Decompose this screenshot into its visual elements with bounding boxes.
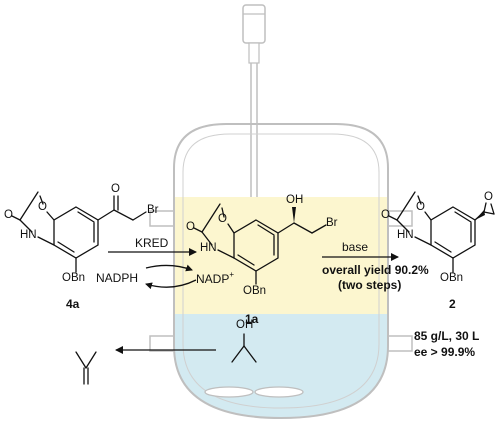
compound-2-id: 2 bbox=[449, 297, 456, 311]
reaction-arrows bbox=[108, 248, 399, 354]
compound-4a-id: 4a bbox=[66, 297, 80, 311]
1a-ring-oxygen: O bbox=[218, 213, 227, 225]
scale-text: 85 g/L, 30 L bbox=[414, 329, 480, 343]
4a-ring-oxygen: O bbox=[38, 201, 47, 213]
nadp-plus-label: NADP+ bbox=[196, 270, 235, 286]
2-carbonyl-oxygen: O bbox=[381, 209, 390, 221]
4a-bromine-label: Br bbox=[147, 204, 159, 216]
isopropanol-structure bbox=[231, 333, 257, 363]
compound-4a-structure bbox=[11, 191, 147, 273]
compound-1a-id: 1a bbox=[245, 312, 259, 326]
stereo-wedge-2 bbox=[475, 210, 485, 220]
acetone-structure bbox=[75, 351, 97, 385]
overall-yield-text: overall yield 90.2% bbox=[322, 263, 429, 277]
1a-hydroxyl-label: OH bbox=[286, 194, 304, 206]
two-steps-text: (two steps) bbox=[338, 278, 402, 292]
2-nh-label: HN bbox=[397, 229, 414, 241]
stereo-wedge-1a bbox=[292, 207, 296, 223]
ee-text: ee > 99.9% bbox=[414, 345, 476, 359]
2-ring-oxygen: O bbox=[416, 201, 425, 213]
2-epoxide-oxygen: O bbox=[484, 191, 493, 203]
base-label: base bbox=[342, 240, 369, 254]
compound-1a-structure bbox=[193, 203, 327, 285]
4a-carbonyl-oxygen: O bbox=[4, 209, 13, 221]
4a-nh-label: HN bbox=[20, 229, 37, 241]
4a-obn-label: OBn bbox=[62, 272, 86, 284]
1a-carbonyl-oxygen: O bbox=[186, 221, 195, 233]
kred-label: KRED bbox=[135, 236, 169, 250]
1a-obn-label: OBn bbox=[243, 285, 267, 297]
isopropanol-oh-label: OH bbox=[236, 319, 254, 331]
1a-bromine-label: Br bbox=[326, 217, 338, 229]
nadph-label: NADPH bbox=[96, 271, 139, 285]
2-obn-label: OBn bbox=[440, 272, 464, 284]
4a-ketone-oxygen: O bbox=[111, 183, 120, 195]
reactor-vessel bbox=[149, 4, 413, 420]
1a-nh-label: HN bbox=[200, 242, 217, 254]
